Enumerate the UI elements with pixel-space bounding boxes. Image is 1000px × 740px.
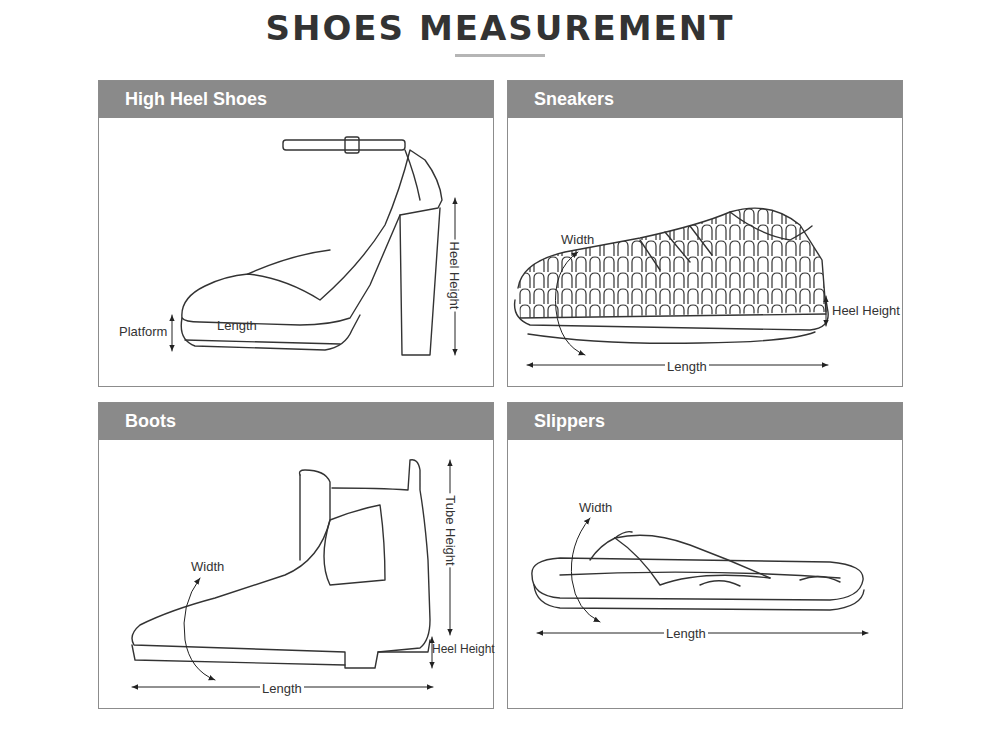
dimension-label: Width <box>577 500 614 515</box>
panel-header: Boots <box>99 403 493 440</box>
heel-height-arrow <box>826 296 827 326</box>
dimension-label: Heel Height <box>830 303 902 318</box>
shoe-panel: Boots <box>98 402 494 709</box>
dimension-label: Length <box>260 681 304 696</box>
dimension-label: Heel Height <box>430 642 497 657</box>
dimension-label: Tube Height <box>443 493 458 567</box>
shoe-panel: Slippers <box>507 402 903 709</box>
panel-header: High Heel Shoes <box>99 81 493 118</box>
width-arrow <box>571 518 600 622</box>
dimension-label: Width <box>189 559 226 574</box>
boot-drawing <box>132 460 430 668</box>
width-arrow <box>184 578 215 680</box>
width-arrow <box>555 252 585 355</box>
dimension-label: Length <box>665 359 709 374</box>
high-heel-drawing <box>181 137 442 355</box>
dimension-label: Width <box>559 232 596 247</box>
dimension-label: Platform <box>117 324 169 339</box>
panel-header: Slippers <box>508 403 902 440</box>
slipper-drawing <box>532 532 864 610</box>
panel-header: Sneakers <box>508 81 902 118</box>
page-title: SHOES MEASUREMENT <box>0 8 1000 48</box>
title-underline <box>455 54 545 57</box>
dimension-label: Length <box>664 626 708 641</box>
shoe-panel: High Heel Shoes <box>98 80 494 387</box>
platform-arrow <box>172 315 173 351</box>
dimension-label: Length <box>215 318 259 333</box>
dimension-label: Heel Height <box>447 240 462 312</box>
